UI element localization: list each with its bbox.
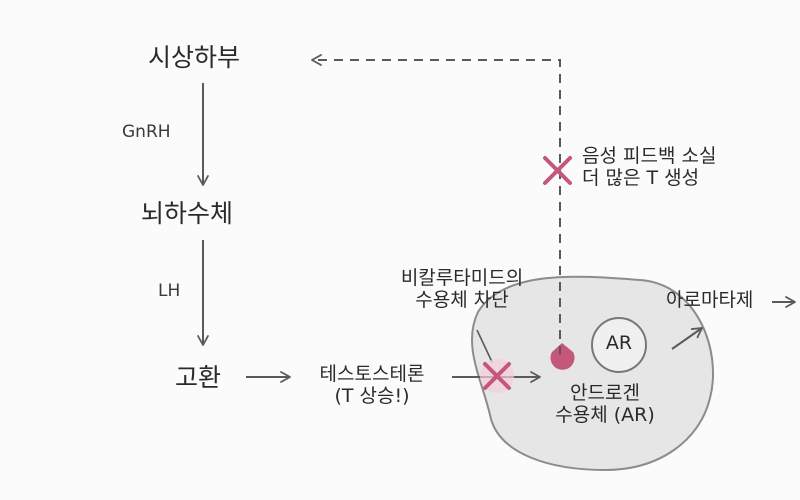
feedback-dashed-path bbox=[311, 54, 561, 355]
hypothalamus-label: 시상하부 bbox=[148, 43, 241, 72]
testis-label: 고환 bbox=[175, 363, 222, 392]
feedback-line2: 더 많은 T 생성 bbox=[582, 166, 700, 189]
aromatase-arrow bbox=[671, 327, 703, 350]
block-pointer-line bbox=[476, 329, 493, 363]
receptor-label: 안드로겐 수용체 (AR) bbox=[530, 382, 680, 427]
receptor-icon bbox=[550, 343, 575, 370]
feedback-annotation: 음성 피드백 소실 더 많은 T 생성 bbox=[582, 145, 717, 190]
receptor-block-x-icon bbox=[480, 359, 514, 393]
block-line1: 비칼루타미드의 bbox=[400, 267, 524, 289]
lh-label: LH bbox=[158, 281, 181, 301]
feedback-line1: 음성 피드백 소실 bbox=[582, 145, 717, 167]
pituitary-label: 뇌하수체 bbox=[141, 199, 234, 228]
testosterone-line2: (T 상승!) bbox=[334, 384, 410, 407]
block-line2: 수용체 차단 bbox=[415, 288, 509, 311]
receptor-line2: 수용체 (AR) bbox=[555, 403, 655, 426]
testosterone-line1: 테스토스테론 bbox=[319, 363, 425, 385]
ar-circle bbox=[591, 317, 647, 373]
receptor-line1: 안드로겐 bbox=[570, 382, 640, 404]
block-annotation: 비칼루타미드의 수용체 차단 bbox=[382, 267, 542, 312]
aromatase-label: 아로마타제 bbox=[666, 289, 754, 311]
ar-badge-label: AR bbox=[605, 332, 633, 354]
feedback-block-x-icon bbox=[543, 156, 572, 185]
testosterone-label: 테스토스테론 (T 상승!) bbox=[292, 363, 452, 408]
cell-body bbox=[470, 275, 714, 472]
gnrh-label: GnRH bbox=[122, 122, 171, 142]
